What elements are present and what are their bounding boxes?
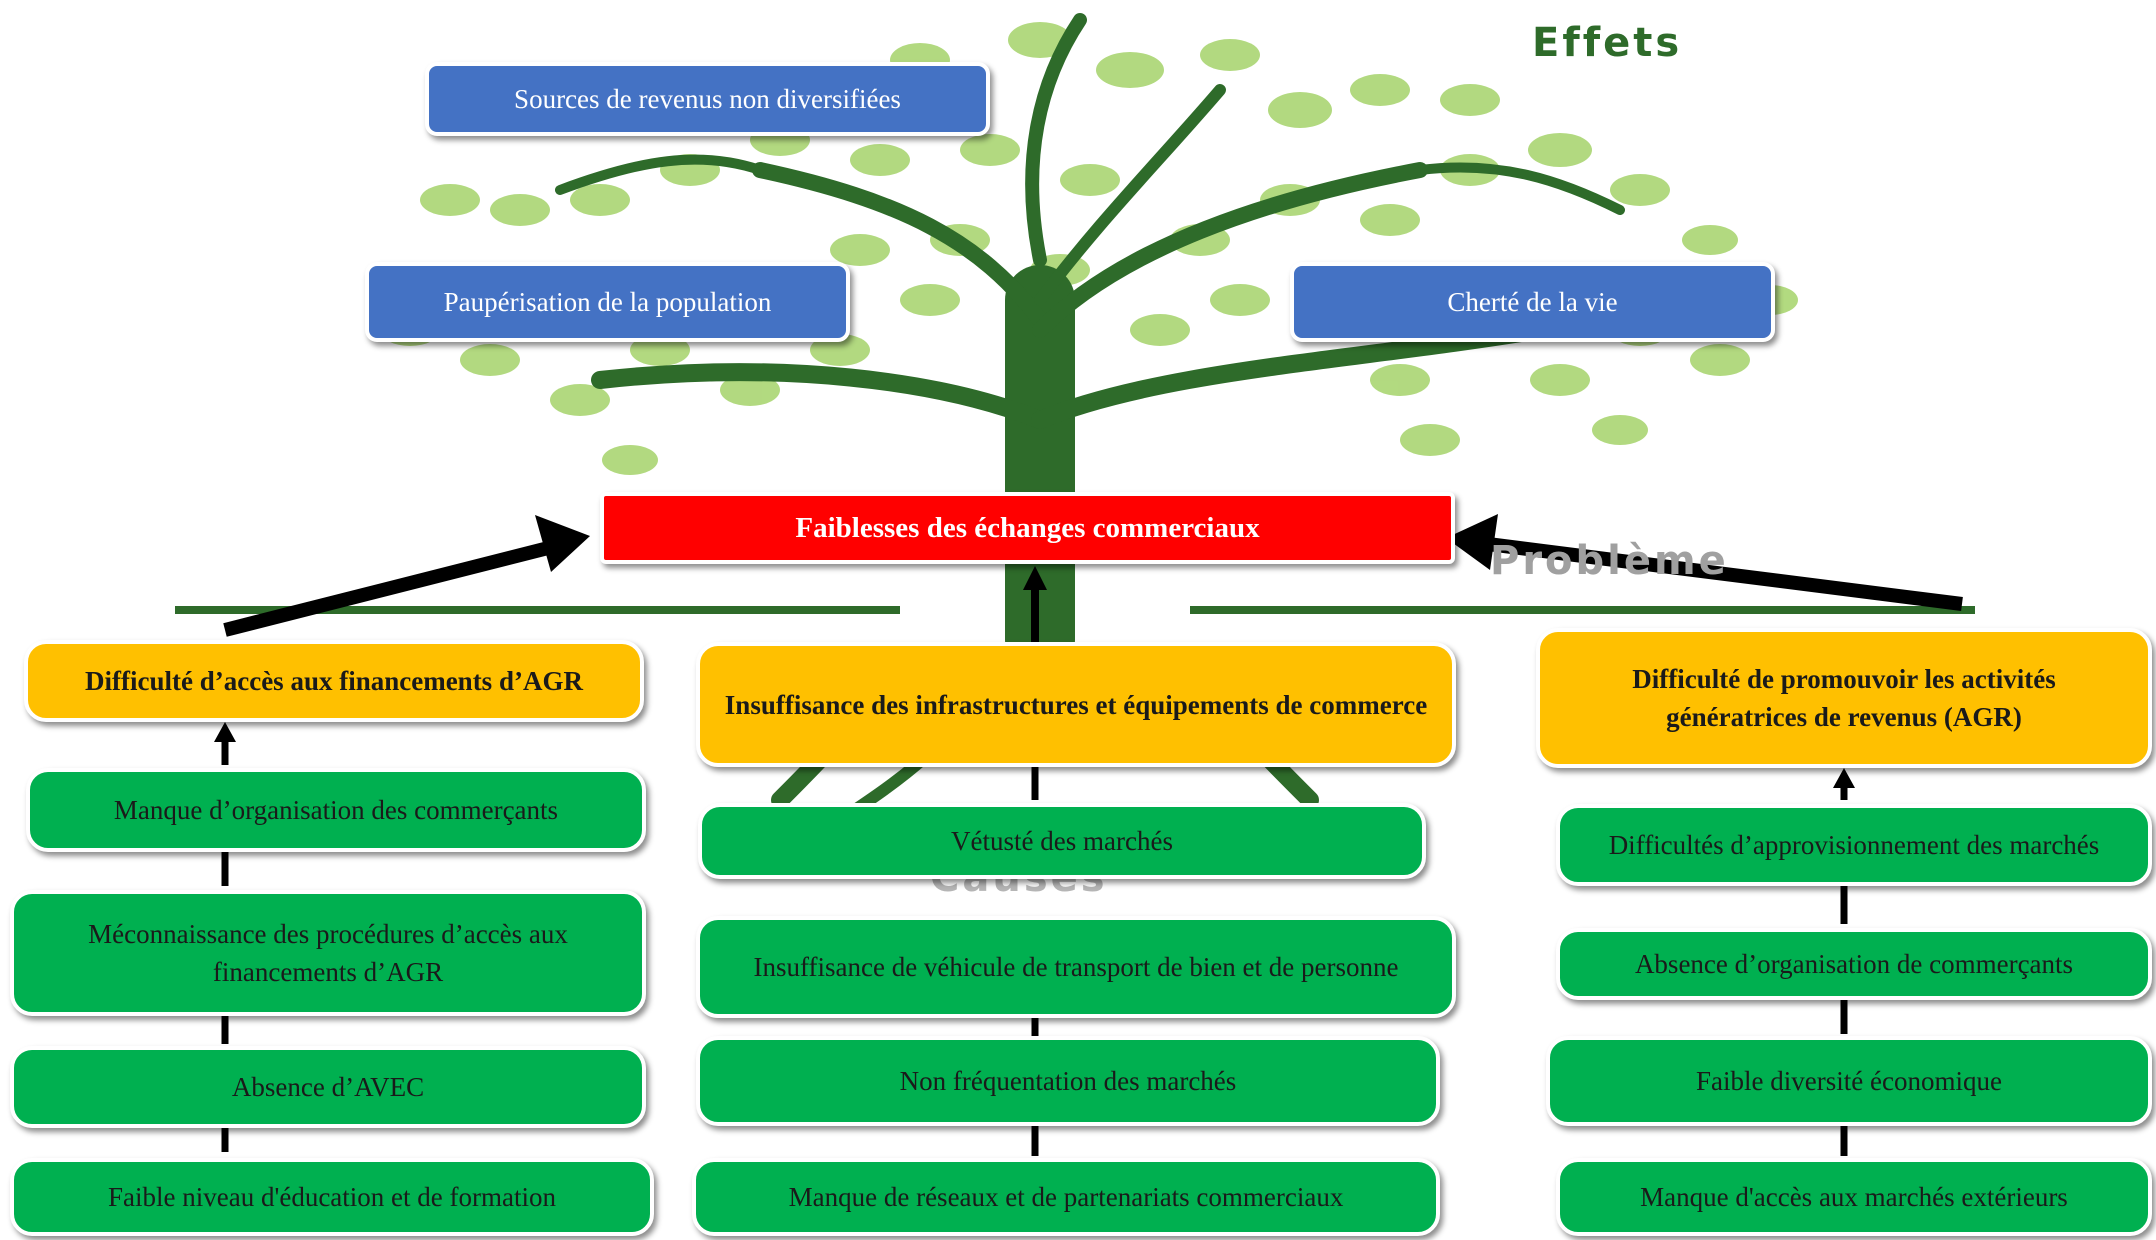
cause-heading-left: Difficulté d’accès aux financements d’AG… — [24, 640, 644, 722]
cause-right-item-2: Absence d’organisation de commerçants — [1556, 928, 2152, 1000]
cause-center-item-3: Non fréquentation des marchés — [696, 1036, 1440, 1126]
cause-heading-center-text: Insuffisance des infrastructures et équi… — [724, 689, 1428, 720]
cause-right-item-2-text: Absence d’organisation de commerçants — [1634, 949, 2074, 979]
cause-center-item-1: Vétusté des marchés — [698, 803, 1426, 879]
cause-left-item-2-text: Méconnaissance des procédures d’accès au… — [88, 919, 568, 987]
cause-center-item-4: Manque de réseaux et de partenariats com… — [692, 1158, 1440, 1236]
cause-heading-center: Insuffisance des infrastructures et équi… — [696, 642, 1456, 767]
cause-right-item-4: Manque d'accès aux marchés extérieurs — [1556, 1158, 2152, 1236]
effect-text-revenus: Sources de revenus non diversifiées — [514, 84, 901, 114]
cause-heading-left-bold: Difficulté d’accès aux financements — [85, 666, 493, 696]
effect-text-pauperisation: Paupérisation de la population — [443, 287, 772, 317]
cause-center-item-1-text: Vétusté des marchés — [951, 826, 1173, 856]
cause-right-item-4-text: Manque d'accès aux marchés extérieurs — [1640, 1182, 2068, 1212]
cause-left-item-4: Faible niveau d'éducation et de formatio… — [10, 1158, 654, 1236]
label-probleme: Problème — [1490, 538, 1729, 584]
tree-foliage — [380, 22, 1798, 475]
cause-heading-right: Difficulté de promouvoir les activités g… — [1536, 628, 2152, 768]
cause-right-item-3-text: Faible diversité économique — [1696, 1066, 2002, 1096]
effect-box-cherte: Cherté de la vie — [1290, 262, 1775, 342]
label-effets: Effets — [1532, 20, 1683, 66]
effect-box-pauperisation: Paupérisation de la population — [365, 262, 850, 342]
problem-box: Faiblesses des échanges commerciaux — [600, 492, 1455, 564]
cause-left-item-1: Manque d’organisation des commerçants — [26, 768, 646, 852]
cause-center-item-3-text: Non fréquentation des marchés — [899, 1066, 1237, 1096]
cause-left-item-3-text: Absence d’AVEC — [231, 1072, 425, 1102]
cause-heading-left-text: Difficulté d’accès aux financements d’AG… — [85, 662, 583, 700]
problem-text: Faiblesses des échanges commerciaux — [795, 512, 1260, 544]
effect-text-cherte: Cherté de la vie — [1447, 287, 1618, 317]
cause-right-item-3: Faible diversité économique — [1546, 1036, 2152, 1126]
cause-left-item-1-text: Manque d’organisation des commerçants — [113, 795, 559, 825]
cause-heading-right-text: Difficulté de promouvoir les activités g… — [1632, 664, 2056, 732]
cause-left-item-3: Absence d’AVEC — [10, 1046, 646, 1128]
cause-left-item-2: Méconnaissance des procédures d’accès au… — [10, 890, 646, 1016]
effect-box-revenus: Sources de revenus non diversifiées — [425, 62, 990, 136]
cause-heading-left-rest: d’AGR — [492, 666, 583, 696]
cause-center-item-2-text: Insuffisance de véhicule de transport de… — [753, 952, 1399, 982]
cause-right-item-1: Difficultés d’approvisionnement des marc… — [1556, 804, 2152, 886]
arrows — [214, 514, 1963, 1156]
cause-left-item-4-text: Faible niveau d'éducation et de formatio… — [108, 1182, 556, 1212]
cause-center-item-2: Insuffisance de véhicule de transport de… — [696, 916, 1456, 1018]
cause-center-item-4-text: Manque de réseaux et de partenariats com… — [788, 1182, 1344, 1212]
cause-right-item-1-text: Difficultés d’approvisionnement des marc… — [1608, 830, 2100, 860]
